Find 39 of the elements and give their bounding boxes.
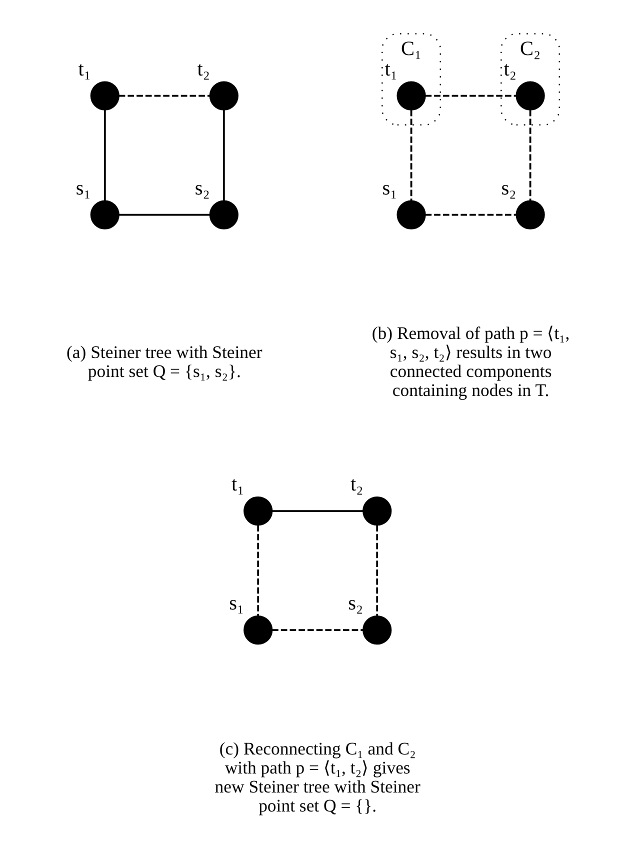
connector <box>529 110 532 201</box>
node-circle <box>396 81 426 110</box>
node-label: s₂ <box>194 177 210 200</box>
node-circle <box>516 200 545 230</box>
label: (a) Steiner tree with Steiner point set Q = {s₁, s₂}. <box>66 342 262 382</box>
connector <box>118 214 210 216</box>
node-label: t₁ <box>231 474 244 496</box>
node-label: t₁ <box>78 58 91 80</box>
node-label: t₂ <box>504 58 516 80</box>
node-circle <box>396 200 426 230</box>
node-label: t₂ <box>350 474 364 496</box>
node-label: s₁ <box>229 592 244 615</box>
node-circle <box>209 81 238 110</box>
connector <box>376 525 378 616</box>
node-circle <box>362 616 392 645</box>
node-circle <box>209 200 238 230</box>
node-circle <box>244 616 273 645</box>
node-label: t₂ <box>197 58 210 80</box>
connector <box>222 110 225 201</box>
connector <box>425 214 516 216</box>
node-label: t₁ <box>384 58 398 80</box>
node-circle <box>244 496 273 526</box>
node-label: s₁ <box>382 177 398 200</box>
connector <box>257 525 260 616</box>
connector <box>272 629 364 632</box>
connector <box>272 510 364 512</box>
connector <box>410 110 412 201</box>
node-circle <box>90 81 120 110</box>
connector <box>425 94 516 97</box>
node-circle <box>362 496 392 526</box>
connector <box>104 110 106 201</box>
label: (c) Reconnecting C₁ and C₂ with path p = ⟨t₁, t₂⟩ gives new Steiner tree with Steiner point set Q = {}. <box>214 738 420 816</box>
label: (b) Removal of path p = ⟨t₁, s₁, s₂, t₂⟩ results in two connected components containing nodes in T. <box>372 323 570 400</box>
connector <box>118 94 210 97</box>
node-circle <box>516 81 545 110</box>
node-label: s₁ <box>76 177 91 200</box>
node-circle <box>90 200 120 230</box>
node-label: s₂ <box>501 177 516 200</box>
node-label: s₂ <box>348 592 364 615</box>
